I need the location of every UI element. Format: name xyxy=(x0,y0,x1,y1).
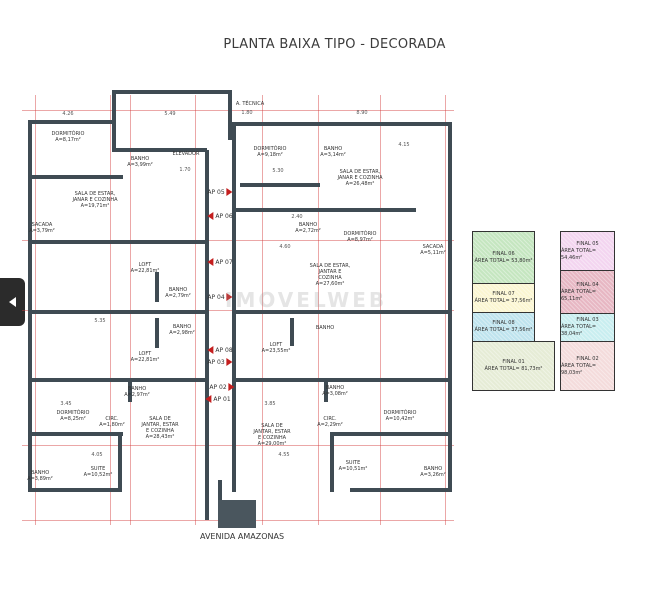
room-label: BANHO xyxy=(315,325,335,331)
apartment-marker: AP 05 xyxy=(207,188,233,196)
arrow-right-icon xyxy=(228,383,235,391)
dimension-label: 3.85 xyxy=(264,401,276,407)
page-title: PLANTA BAIXA TIPO - DECORADA xyxy=(223,37,446,52)
dimension-label: 5.35 xyxy=(94,318,106,324)
room-label: ELEVADOR xyxy=(172,151,200,157)
watermark: IMOVELWEB xyxy=(225,288,388,312)
apartment-marker: AP 01 xyxy=(205,395,231,403)
dimension-label: 4.60 xyxy=(279,244,291,250)
dimension-label: 3.45 xyxy=(60,401,72,407)
apartment-marker: AP 06 xyxy=(207,212,233,220)
room-label: CIRC.A=2,29m² xyxy=(317,416,343,428)
dimension-label: 5.49 xyxy=(164,111,176,117)
dimension-label: 4.55 xyxy=(278,452,290,458)
arrow-left-icon xyxy=(207,258,214,266)
dimension-label: 1.80 xyxy=(241,110,253,116)
apartment-marker: AP 07 xyxy=(207,258,233,266)
room-label: A. TÉCNICA xyxy=(235,101,265,107)
arrow-right-icon xyxy=(226,293,233,301)
arrow-right-icon xyxy=(226,358,233,366)
chevron-left-icon xyxy=(9,297,16,307)
dimension-label: 2.40 xyxy=(291,214,303,220)
arrow-left-icon xyxy=(207,346,214,354)
apartment-marker: AP 08 xyxy=(207,346,233,354)
apartment-marker: AP 03 xyxy=(207,358,233,366)
dimension-label: 1.70 xyxy=(179,167,191,173)
arrow-left-icon xyxy=(205,395,212,403)
street-label: AVENIDA AMAZONAS xyxy=(200,532,285,541)
previous-image-button[interactable] xyxy=(0,278,25,326)
arrow-left-icon xyxy=(207,212,214,220)
dimension-label: 5.30 xyxy=(272,168,284,174)
dimension-label: 8.90 xyxy=(356,110,368,116)
apartment-marker: AP 04 xyxy=(207,293,233,301)
arrow-right-icon xyxy=(226,188,233,196)
dimension-label: 4.05 xyxy=(91,452,103,458)
apartment-marker: AP 02 xyxy=(209,383,235,391)
dimension-label: 4.26 xyxy=(62,111,74,117)
room-label: CIRC.A=1,80m² xyxy=(99,416,125,428)
dimension-label: 4.15 xyxy=(398,142,410,148)
